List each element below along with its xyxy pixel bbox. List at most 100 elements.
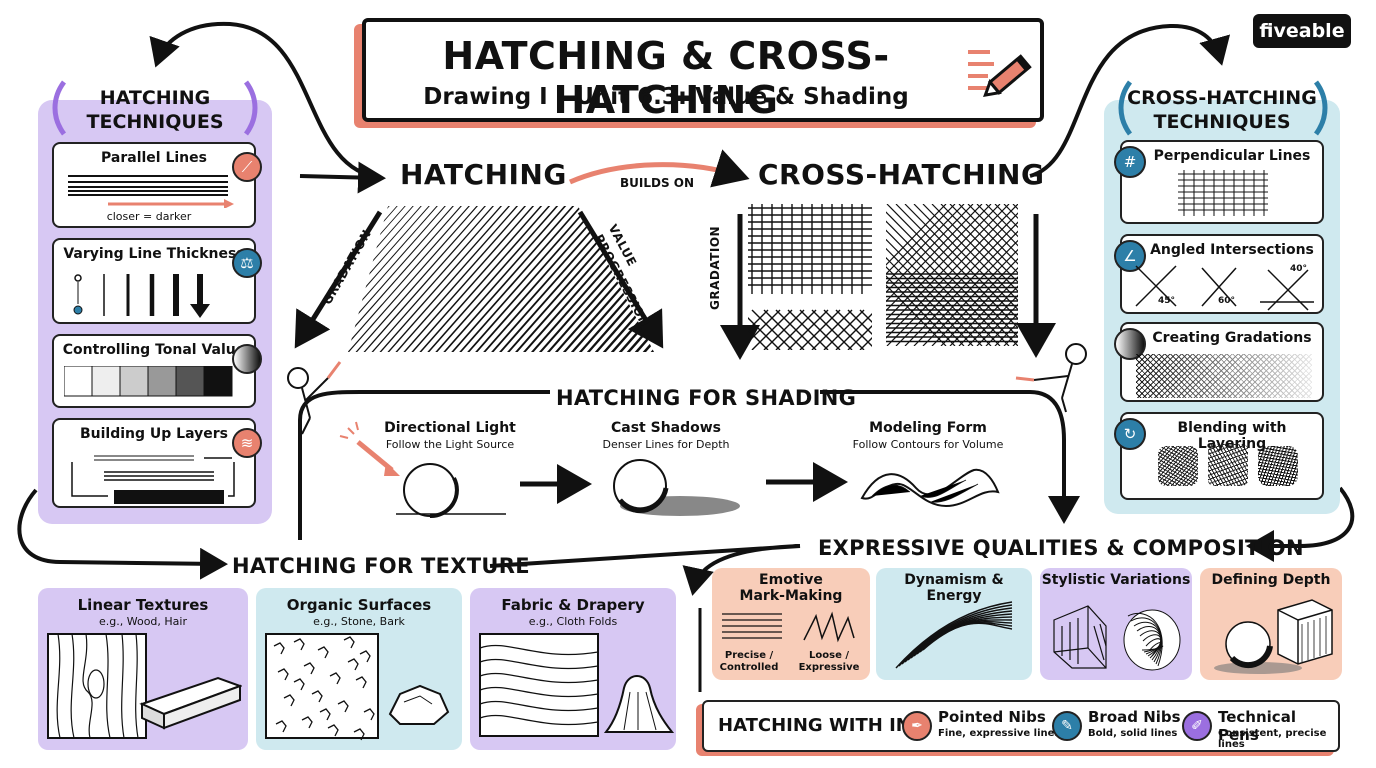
wood-texture-illustration xyxy=(47,633,242,739)
tile-sub: e.g., Cloth Folds xyxy=(528,615,618,628)
hatching-with-ink-bar: HATCHING WITH INK ✒ Pointed Nibs Fine, e… xyxy=(702,700,1340,752)
artist-figure-right xyxy=(1015,343,1087,413)
card-label: Perpendicular Lines xyxy=(1153,148,1311,164)
tile-title: Fabric & Drapery xyxy=(501,596,645,614)
card-label: Parallel Lines xyxy=(101,150,207,166)
angle-icon: ∠ xyxy=(1114,240,1146,272)
modeling-form-illustration xyxy=(860,468,1000,508)
left-panel-title-line1: HATCHING xyxy=(99,87,211,109)
blend-swatch-3 xyxy=(1258,446,1298,486)
tile-title: Linear Textures xyxy=(77,596,209,614)
shading-title: HATCHING FOR SHADING xyxy=(556,386,857,410)
tile-title: Organic Surfaces xyxy=(286,596,432,614)
layers-illustration xyxy=(71,455,235,504)
weight-icon: ⚖ xyxy=(232,248,262,278)
angle-label-40: 40° xyxy=(1290,264,1308,274)
angled-intersections-card[interactable]: ∠ Angled Intersections 45° 60° 40° xyxy=(1114,234,1324,314)
tile-title-line2: Mark-Making xyxy=(739,588,843,604)
artist-figure-left xyxy=(287,361,342,435)
blending-layering-card[interactable]: ↻ Blending with Layering xyxy=(1114,412,1324,500)
gradient-icon xyxy=(232,344,262,374)
cross-hatch-dense-illustration xyxy=(886,204,1018,346)
tonal-value-card[interactable]: Controlling Tonal Value xyxy=(52,334,262,408)
gradation-swatch xyxy=(1136,354,1312,398)
directional-light-title: Directional Light xyxy=(384,420,516,436)
layers-icon: ≋ xyxy=(232,428,262,458)
grid-icon: # xyxy=(1114,146,1146,178)
fabric-drapery-tile[interactable]: Fabric & Drapery e.g., Cloth Folds xyxy=(470,588,676,750)
tile-sub: e.g., Stone, Bark xyxy=(313,615,405,628)
gradation-label-right: GRADATION xyxy=(708,225,722,310)
card-label: Creating Gradations xyxy=(1152,330,1312,346)
dynamism-energy-tile[interactable]: Dynamism & Energy xyxy=(876,568,1032,680)
pencil-icon xyxy=(968,50,1032,98)
expressive-title: EXPRESSIVE QUALITIES & COMPOSITION xyxy=(818,536,1304,560)
technical-pen-icon: ✐ xyxy=(1182,711,1212,741)
left-panel-title-line2: TECHNIQUES xyxy=(86,111,224,133)
tile-title: Emotive xyxy=(759,572,823,588)
angle-label-45: 45° xyxy=(1158,296,1176,306)
pointed-nibs-desc: Fine, expressive lines xyxy=(938,728,1061,739)
texture-title: HATCHING FOR TEXTURE xyxy=(232,554,530,578)
pointed-nib-icon: ✒ xyxy=(902,711,932,741)
broad-nibs-name: Broad Nibs xyxy=(1088,708,1181,726)
card-label: Angled Intersections xyxy=(1150,242,1314,258)
broad-nib-icon: ✎ xyxy=(1052,711,1082,741)
ruler-icon: ⟋ xyxy=(232,152,262,182)
modeling-form-sub: Follow Contours for Volume xyxy=(852,438,1004,451)
stylistic-variations-tile[interactable]: Stylistic Variations xyxy=(1040,568,1192,680)
right-panel-title-line2: TECHNIQUES xyxy=(1153,111,1291,133)
controlled-label: Controlled xyxy=(719,662,779,673)
dynamism-illustration xyxy=(895,601,1013,669)
emotive-mark-making-tile[interactable]: Emotive Mark-Making Precise / Controlled… xyxy=(712,568,870,680)
angle-label-60: 60° xyxy=(1218,296,1236,306)
directional-light-illustration xyxy=(339,421,506,519)
mark-making-illustration xyxy=(722,611,855,643)
expressive-label: Expressive xyxy=(798,662,860,673)
parallel-note: closer = darker xyxy=(106,210,192,223)
depth-illustration xyxy=(1214,599,1333,674)
tile-title: Stylistic Variations xyxy=(1041,572,1191,588)
card-label: Building Up Layers xyxy=(80,426,228,442)
creating-gradations-card[interactable]: Creating Gradations xyxy=(1114,322,1324,402)
precise-label: Precise / xyxy=(724,650,774,661)
modeling-form-title: Modeling Form xyxy=(869,420,987,436)
right-panel-title-line1: CROSS-HATCHING xyxy=(1127,87,1317,109)
hatching-techniques-panel: HATCHING TECHNIQUES Parallel Lines ⟋ clo… xyxy=(38,80,272,524)
tile-title: Dynamism & Energy xyxy=(904,572,1004,604)
brand-logo[interactable]: fiveable xyxy=(1253,14,1351,48)
stone-texture-illustration xyxy=(265,633,450,741)
broad-nibs-desc: Bold, solid lines xyxy=(1088,728,1178,739)
directional-light-sub: Follow the Light Source xyxy=(385,438,515,451)
ink-title: HATCHING WITH INK xyxy=(718,715,925,736)
loose-label: Loose / xyxy=(809,650,849,661)
varying-thickness-card[interactable]: Varying Line Thickness ⚖ xyxy=(52,238,262,324)
builds-on-label: BUILDS ON xyxy=(620,176,695,190)
thickness-illustration xyxy=(73,274,210,318)
title-box: HATCHING & CROSS-HATCHING Drawing I – Un… xyxy=(362,18,1044,122)
parallel-lines-card[interactable]: Parallel Lines ⟋ closer = darker xyxy=(52,142,262,228)
organic-surfaces-tile[interactable]: Organic Surfaces e.g., Stone, Bark xyxy=(256,588,462,750)
left-panel-title: HATCHING TECHNIQUES xyxy=(38,82,272,134)
building-layers-card[interactable]: Building Up Layers ≋ xyxy=(52,418,262,508)
blend-swatch-1 xyxy=(1158,446,1198,486)
linear-textures-tile[interactable]: Linear Textures e.g., Wood, Hair xyxy=(38,588,248,750)
technical-pens-name: Technical Pens xyxy=(1218,708,1296,744)
defining-depth-tile[interactable]: Defining Depth xyxy=(1200,568,1342,680)
stylistic-illustration xyxy=(1053,605,1181,671)
perpendicular-lines-card[interactable]: # Perpendicular Lines xyxy=(1114,140,1324,224)
cast-shadows-title: Cast Shadows xyxy=(610,420,722,436)
tonal-scale xyxy=(64,366,233,397)
parallel-lines-illustration xyxy=(68,175,234,208)
bracket-decoration xyxy=(52,80,258,136)
angles-illustration xyxy=(1135,265,1314,311)
cross-hatch-light-illustration xyxy=(748,204,872,350)
fabric-texture-illustration xyxy=(479,633,674,737)
blend-swatch-2 xyxy=(1208,444,1248,486)
tile-title: Defining Depth xyxy=(1211,572,1331,588)
technical-pens-desc: Consistent, precise lines xyxy=(1218,728,1327,750)
cast-shadows-illustration xyxy=(613,459,740,516)
card-label: Controlling Tonal Value xyxy=(62,342,246,358)
hatching-heading: HATCHING xyxy=(400,158,567,191)
